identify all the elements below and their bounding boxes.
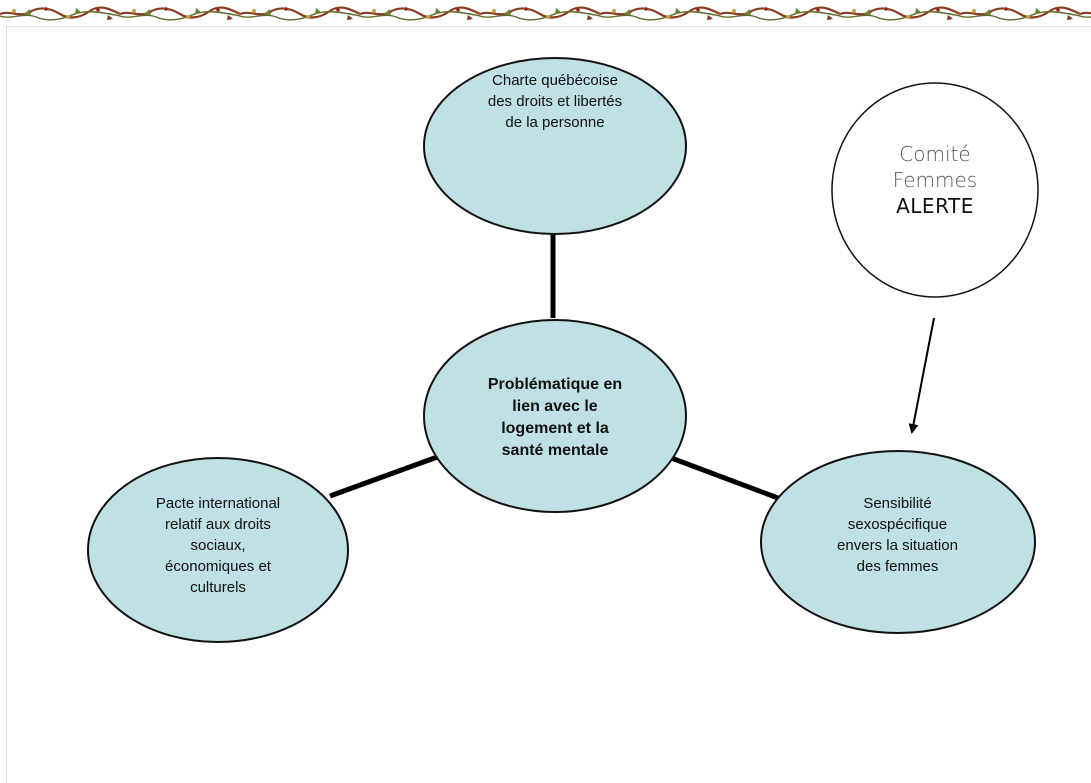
committee-shape bbox=[831, 82, 1039, 298]
node-top: Charte québécoise des droits et libertés… bbox=[440, 70, 670, 180]
connector-left bbox=[329, 453, 441, 499]
connector-right bbox=[665, 453, 779, 501]
node-top-shape bbox=[423, 57, 687, 235]
node-center-label: Problématique en lien avec le logement e… bbox=[487, 376, 623, 459]
node-right-shape bbox=[760, 450, 1036, 634]
node-right-label: Sensibilité sexospécifique envers la sit… bbox=[837, 495, 958, 575]
node-center-shape bbox=[423, 319, 687, 513]
node-left-label: Pacte international relatif aux droits s… bbox=[155, 494, 281, 596]
node-center: Problématique en lien avec le logement e… bbox=[445, 368, 665, 468]
node-left-shape bbox=[87, 457, 349, 643]
decorative-vine-border bbox=[0, 2, 1091, 24]
committee-node: Comité Femmes ALERTE bbox=[860, 130, 1010, 230]
content-frame bbox=[6, 26, 1091, 783]
committee-line-2: Femmes bbox=[892, 168, 978, 192]
committee-line-1: Comité bbox=[899, 142, 971, 166]
committee-line-3: ALERTE bbox=[896, 194, 974, 218]
node-left: Pacte international relatif aux droits s… bbox=[108, 480, 328, 610]
arrow-committee-to-right bbox=[908, 317, 935, 434]
node-top-label: Charte québécoise des droits et libertés… bbox=[487, 72, 623, 131]
node-right: Sensibilité sexospécifique envers la sit… bbox=[785, 485, 1010, 585]
